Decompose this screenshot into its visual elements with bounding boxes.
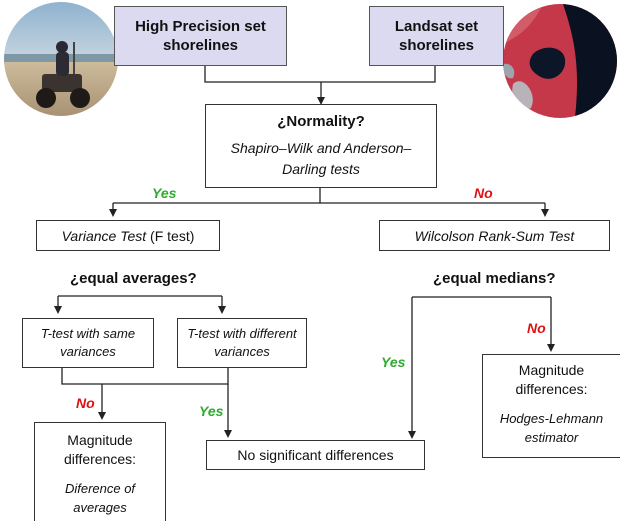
variance-test-box: Variance Test (F test) xyxy=(36,220,220,251)
ttest-same-label: T-test with same variances xyxy=(40,326,136,359)
magnitude-differences-left-box: Magnitude differences: Diference of aver… xyxy=(34,422,166,521)
normality-box: ¿Normality? Shapiro–Wilk and Anderson–Da… xyxy=(205,104,437,188)
averages-no-label: No xyxy=(76,395,95,411)
beach-survey-photo xyxy=(4,2,118,116)
normality-title: ¿Normality? xyxy=(277,112,365,130)
magnitude-differences-right-box: Magnitude differences: Hodges-Lehmann es… xyxy=(482,354,620,458)
high-precision-label: High Precision set shorelines xyxy=(135,18,266,54)
medians-yes-label: Yes xyxy=(381,354,406,370)
magnitude-right-method: Hodges-Lehmann estimator xyxy=(499,411,604,445)
normality-yes-label: Yes xyxy=(152,185,177,201)
magnitude-left-method: Diference of averages xyxy=(64,481,136,515)
wilcoxon-test-box: Wilcolson Rank-Sum Test xyxy=(379,220,610,251)
normality-tests: Shapiro–Wilk and Anderson–Darling tests xyxy=(230,139,412,177)
landsat-source-box: Landsat set shorelines xyxy=(369,6,504,66)
no-significant-differences-box: No significant differences xyxy=(206,440,425,470)
landsat-satellite-photo xyxy=(503,4,617,118)
normality-no-label: No xyxy=(474,185,493,201)
landsat-label: Landsat set shorelines xyxy=(394,18,479,54)
magnitude-right-title: Magnitude differences: xyxy=(515,362,588,397)
magnitude-left-title: Magnitude differences: xyxy=(63,432,137,467)
ttest-different-label: T-test with different variances xyxy=(187,326,297,359)
high-precision-source-box: High Precision set shorelines xyxy=(114,6,287,66)
no-significant-label: No significant differences xyxy=(237,447,394,463)
ttest-different-variances-box: T-test with different variances xyxy=(177,318,307,368)
variance-test-label: Variance Test xyxy=(61,227,147,244)
ttest-same-variances-box: T-test with same variances xyxy=(22,318,154,368)
wilcoxon-test-label: Wilcolson Rank-Sum Test xyxy=(414,227,575,244)
equal-averages-question: ¿equal averages? xyxy=(70,270,197,287)
averages-yes-label: Yes xyxy=(199,403,224,419)
variance-test-suffix: (F test) xyxy=(146,227,195,244)
medians-no-label: No xyxy=(527,320,546,336)
equal-medians-question: ¿equal medians? xyxy=(433,270,556,287)
